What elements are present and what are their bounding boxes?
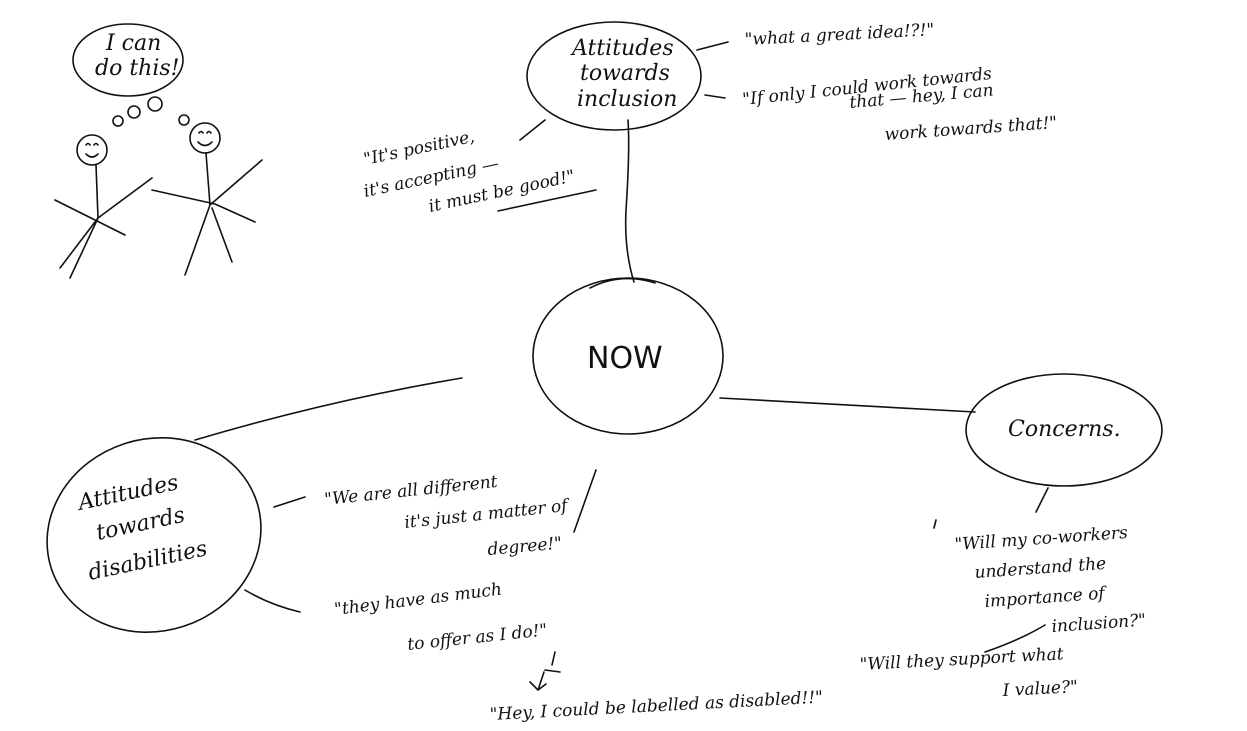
- inclusion-quote-1: "what a great idea!?!": [744, 20, 935, 50]
- disabilities-quote-1-line-1: "We are all different: [323, 472, 498, 510]
- attitudes-inclusion-label-2: towards: [580, 61, 670, 86]
- disabilities-quote-3: "Hey, I could be labelled as disabled!!": [489, 688, 823, 725]
- thought-bubble-line-1: I can: [105, 31, 161, 56]
- stick-figures-illustration: [54, 23, 263, 279]
- concerns-label: Concerns.: [1008, 417, 1121, 442]
- disabilities-quote-2-line-2: to offer as I do!": [406, 620, 548, 655]
- node-now: [532, 277, 724, 435]
- concerns-quote-1-line-1: "Will my co-workers: [954, 523, 1129, 555]
- node-concerns: [965, 373, 1163, 487]
- concerns-quote-2-line-1: "Will they support what: [859, 644, 1064, 675]
- attitudes-inclusion-label-3: inclusion: [577, 87, 677, 112]
- concerns-quote-1-line-2: understand the: [974, 554, 1107, 583]
- concerns-quote-2-line-2: I value?": [1001, 677, 1078, 701]
- concerns-quote-1-line-4: inclusion?": [1051, 610, 1147, 637]
- disabilities-quote-1-line-3: degree!": [487, 534, 563, 560]
- node-attitudes-disabilities: [46, 436, 262, 634]
- disabilities-quote-1-line-2: it's just a matter of: [403, 496, 571, 533]
- connector-lines: [194, 41, 1049, 691]
- node-attitudes-inclusion: [526, 21, 702, 131]
- disabilities-quote-2-line-1: "they have as much: [333, 580, 503, 620]
- now-label: NOW: [587, 341, 663, 376]
- inclusion-quote-2-line-3: work towards that!": [884, 113, 1058, 145]
- concerns-quote-1-line-3: importance of: [984, 583, 1108, 612]
- attitudes-inclusion-label-1: Attitudes: [570, 36, 674, 61]
- thought-bubble-line-2: do this!: [95, 56, 180, 81]
